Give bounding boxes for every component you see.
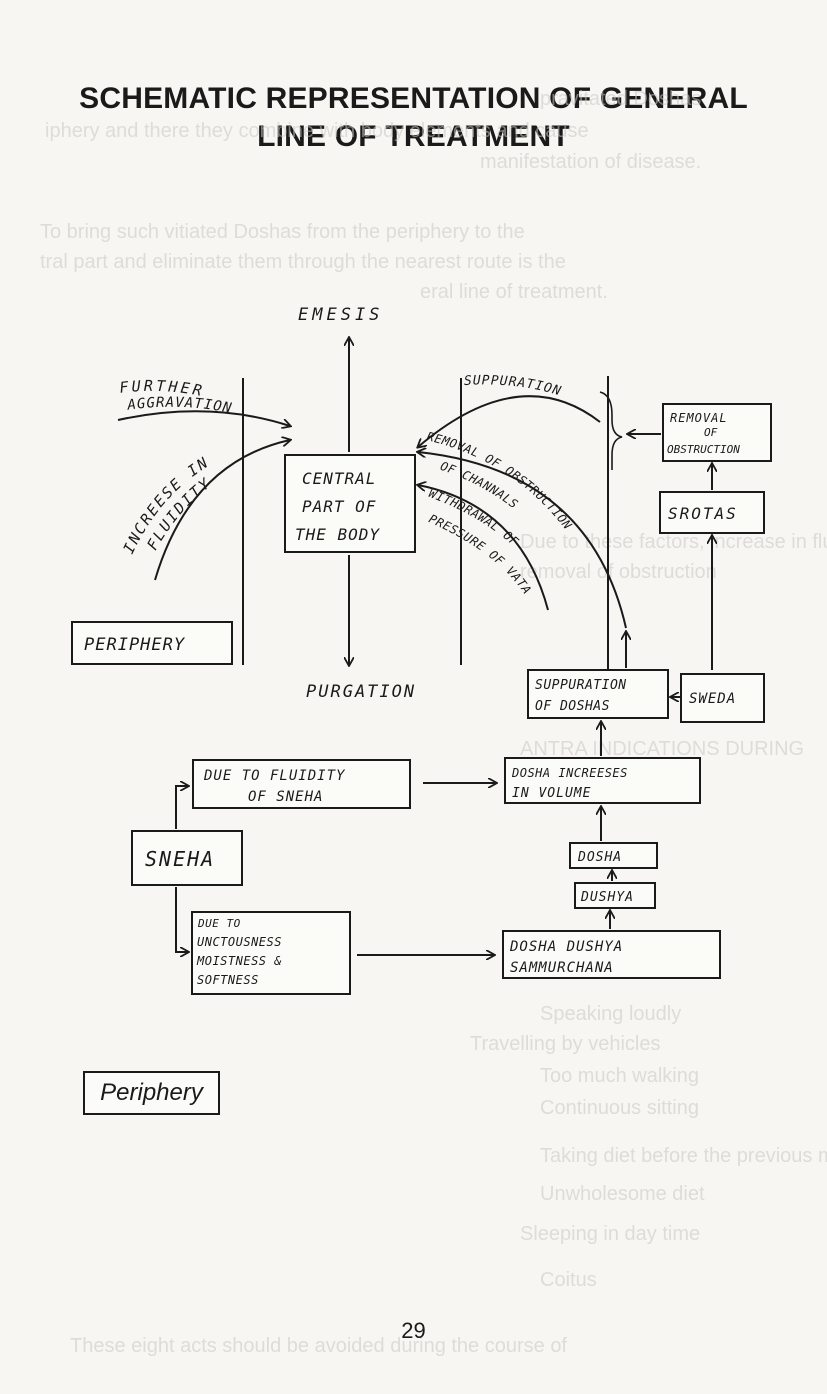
removal-box-line-2: OF xyxy=(704,426,718,439)
page-title-line-2: LINE OF TREATMENT xyxy=(257,120,570,153)
due-to-fluidity-box xyxy=(192,759,411,809)
dushya-box xyxy=(574,882,656,909)
unctuousness-line-2: UNCTOUSNESS xyxy=(197,935,282,949)
bleed-through-text: pravitated Doshas iphery and there they … xyxy=(40,88,827,1357)
purgation-label: PURGATION xyxy=(306,682,416,702)
svg-text:These eight acts should be avo: These eight acts should be avoided durin… xyxy=(70,1335,567,1357)
unctuousness-line-1: DUE TO xyxy=(197,917,241,930)
due-to-fluidity-line-2: OF SNEHA xyxy=(248,789,323,805)
periphery-box xyxy=(71,621,233,665)
due-to-fluidity-line-1: DUE TO FLUIDITY xyxy=(203,768,346,784)
dosha-increases-line-1: DOSHA INCREESES xyxy=(511,766,628,780)
srotas-label: SROTAS xyxy=(668,504,738,523)
central-part-line-3: THE BODY xyxy=(295,525,380,544)
arrow-sneha-to-unctuousness xyxy=(175,887,188,952)
sneha-box xyxy=(131,830,243,886)
sammurchana-line-2: SAMMURCHANA xyxy=(510,960,614,976)
suppuration-arc-label: SUPPURATION xyxy=(464,373,564,399)
svg-text:Coitus: Coitus xyxy=(540,1269,597,1291)
svg-text:manifestation of disease.: manifestation of disease. xyxy=(480,151,701,173)
svg-text:Too much walking: Too much walking xyxy=(540,1065,699,1087)
sweda-box xyxy=(680,673,765,723)
further-label: FURTHER xyxy=(118,377,206,400)
arrow-sneha-to-fluidity xyxy=(175,786,188,829)
svg-text:Taking diet before the previou: Taking diet before the previous meal get… xyxy=(540,1145,827,1167)
svg-text:Due to these factors, increase: Due to these factors, increase in fluidi… xyxy=(520,531,827,553)
dosha-label: DOSHA xyxy=(577,850,622,865)
svg-text:To bring such vitiated Doshas: To bring such vitiated Doshas from the p… xyxy=(40,221,525,243)
suppuration-of-doshas-box xyxy=(527,669,669,719)
svg-text:Speaking loudly: Speaking loudly xyxy=(540,1003,681,1025)
srotas-box xyxy=(659,491,765,534)
svg-text:Continuous sitting: Continuous sitting xyxy=(540,1097,699,1119)
page-title-line-1: SCHEMATIC REPRESENTATION OF GENERAL xyxy=(79,82,748,115)
sweda-label: SWEDA xyxy=(689,691,736,707)
aggravation-label: AGGRAVATION xyxy=(125,395,233,417)
suppuration-box-line-2: OF DOSHAS xyxy=(535,699,610,714)
dosha-dushya-sammurchana-box xyxy=(502,930,721,979)
dosha-increases-box xyxy=(504,757,701,804)
removal-arc-line-1: REMOVAL OF OBSTRUCTION xyxy=(425,429,574,532)
svg-text:eral line of treatment.: eral line of treatment. xyxy=(420,281,608,303)
page-number: 29 xyxy=(401,1318,426,1343)
dosha-box xyxy=(569,842,658,869)
central-part-box xyxy=(284,454,416,553)
removal-obstruction-arrow xyxy=(418,452,627,629)
further-aggravation-arrow xyxy=(117,410,290,426)
svg-text:ANTRA INDICATIONS DURING: ANTRA INDICATIONS DURING xyxy=(520,738,804,760)
svg-text:iphery and there they combine: iphery and there they combine with body … xyxy=(45,120,589,142)
svg-text:Travelling by vehicles: Travelling by vehicles xyxy=(470,1033,660,1055)
due-to-unctuousness-box xyxy=(191,911,351,995)
suppuration-box-line-1: SUPPURATION xyxy=(535,678,627,693)
withdrawal-pressure-arrow xyxy=(418,485,549,611)
unctuousness-line-3: MOISTNESS & xyxy=(196,954,282,968)
emesis-label: EMESIS xyxy=(298,305,383,325)
sammurchana-line-1: DOSHA DUSHYA xyxy=(509,939,623,955)
suppuration-arrow xyxy=(418,395,601,447)
svg-text:Sleeping in day time: Sleeping in day time xyxy=(520,1223,700,1245)
removal-box-line-3: OBSTRUCTION xyxy=(667,443,740,456)
central-part-line-1: CENTRAL xyxy=(302,469,376,488)
svg-text:tral part and eliminate them t: tral part and eliminate them through the… xyxy=(40,251,566,273)
brace xyxy=(599,391,623,470)
dushya-label: DUSHYA xyxy=(580,890,634,905)
dosha-increases-line-2: IN VOLUME xyxy=(512,786,591,801)
sneha-label: SNEHA xyxy=(145,847,215,871)
svg-text:Unwholesome diet: Unwholesome diet xyxy=(540,1183,705,1205)
increase-in-fluidity-arrow xyxy=(154,440,290,581)
periphery-box-label: PERIPHERY xyxy=(84,635,186,655)
svg-text:removal of obstruction: removal of obstruction xyxy=(520,561,717,583)
unctuousness-line-4: SOFTNESS xyxy=(197,973,259,987)
periphery-note: Periphery xyxy=(83,1071,220,1115)
removal-box-line-1: REMOVAL xyxy=(670,411,728,425)
svg-text:pravitated Doshas: pravitated Doshas xyxy=(540,88,701,110)
central-part-line-2: PART OF xyxy=(302,497,376,516)
removal-of-obstruction-box xyxy=(662,403,772,462)
